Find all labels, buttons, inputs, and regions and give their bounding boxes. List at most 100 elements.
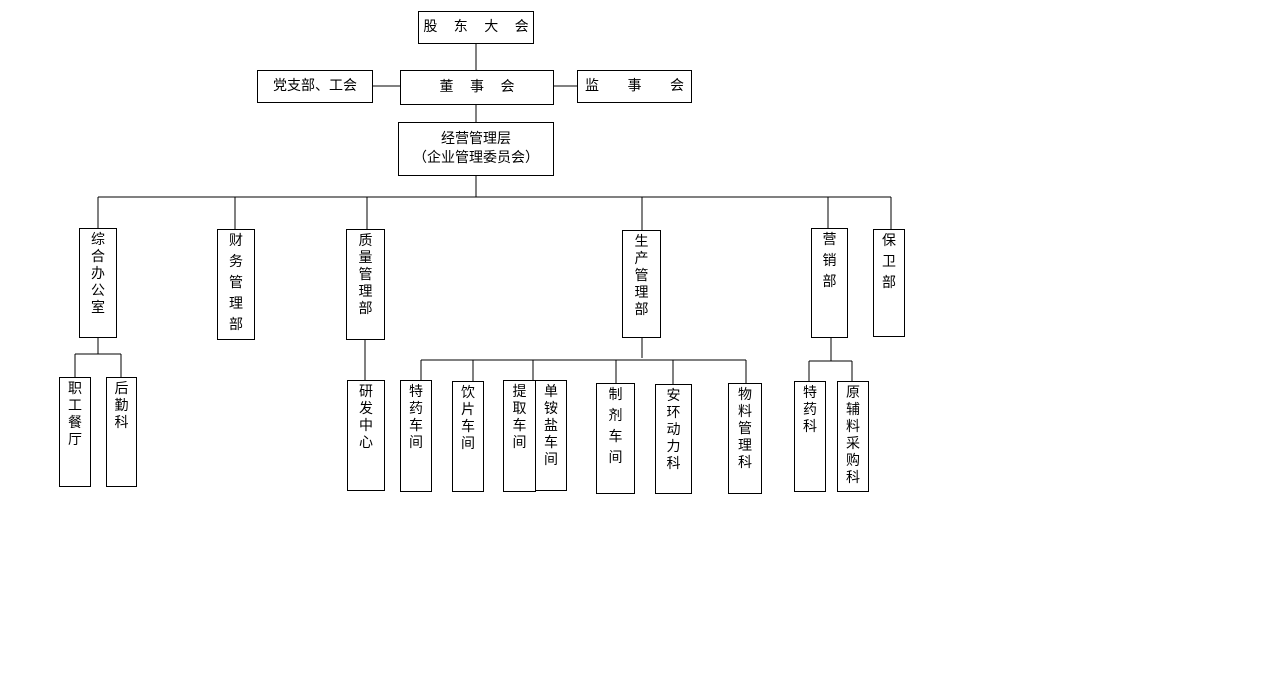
label-char: 饮 bbox=[461, 385, 475, 401]
label-char: 心 bbox=[359, 435, 373, 451]
label-char: 铵 bbox=[544, 401, 558, 417]
label-char: 销 bbox=[822, 253, 837, 269]
label-char: 料 bbox=[846, 419, 860, 435]
label-char: 发 bbox=[359, 401, 373, 417]
dept-office: 综合办公室 bbox=[79, 228, 117, 338]
label-char: 部 bbox=[358, 301, 373, 317]
label-char: 研 bbox=[359, 384, 373, 400]
unit-ammonium-workshop: 单铵盐车间 bbox=[535, 380, 567, 491]
label-char: 车 bbox=[512, 418, 527, 434]
label-char: 间 bbox=[608, 450, 623, 466]
label-char: 卫 bbox=[882, 254, 896, 270]
label-char: 中 bbox=[359, 418, 373, 434]
label-char: 提 bbox=[512, 384, 527, 400]
label-char: 辅 bbox=[846, 402, 860, 418]
label-char: 餐 bbox=[68, 415, 82, 431]
label-char: 间 bbox=[512, 435, 527, 451]
label-char: 剂 bbox=[608, 408, 623, 424]
board-box: 董 事 会 bbox=[400, 70, 554, 105]
connector-marketing-sub bbox=[808, 337, 853, 381]
dept-quality: 质量管理部 bbox=[346, 229, 385, 340]
label-char: 科 bbox=[803, 419, 817, 435]
management-box: 经营管理层 （企业管理委员会） bbox=[398, 122, 554, 176]
label-char: 间 bbox=[409, 435, 423, 451]
unit-rnd: 研发中心 bbox=[347, 380, 385, 491]
label-char: 营 bbox=[822, 232, 837, 248]
management-subtitle: （企业管理委员会） bbox=[413, 150, 539, 166]
unit-canteen: 职工餐厅 bbox=[59, 377, 91, 487]
label-char: 车 bbox=[461, 419, 475, 435]
label-char: 理 bbox=[358, 284, 373, 300]
dept-security: 保卫部 bbox=[873, 229, 905, 337]
connector-office-sub bbox=[74, 337, 122, 377]
party-union-box: 党支部、工会 bbox=[257, 70, 373, 103]
label-char: 采 bbox=[846, 436, 860, 452]
label-char: 环 bbox=[666, 405, 681, 421]
label-char: 财 bbox=[229, 233, 243, 249]
label-char: 勤 bbox=[114, 398, 129, 414]
label-char: 生 bbox=[634, 234, 649, 250]
label-char: 特 bbox=[409, 384, 423, 400]
label-char: 管 bbox=[738, 421, 752, 437]
label-char: 管 bbox=[229, 275, 243, 291]
unit-special-sales: 特药科 bbox=[794, 381, 826, 492]
label-char: 部 bbox=[634, 302, 649, 318]
label-char: 理 bbox=[738, 438, 752, 454]
label-char: 务 bbox=[229, 254, 243, 270]
label-char: 管 bbox=[634, 268, 649, 284]
label-char: 合 bbox=[91, 249, 105, 265]
unit-special-workshop: 特药车间 bbox=[400, 380, 432, 492]
label-char: 车 bbox=[409, 418, 423, 434]
label-char: 部 bbox=[822, 274, 837, 290]
label-char: 工 bbox=[68, 398, 82, 414]
label-char: 室 bbox=[91, 300, 105, 316]
dept-production: 生产管理部 bbox=[622, 230, 661, 338]
label-char: 取 bbox=[512, 401, 527, 417]
label-char: 动 bbox=[666, 422, 681, 438]
label-char: 单 bbox=[544, 384, 558, 400]
unit-logistics: 后勤科 bbox=[106, 377, 137, 487]
label-char: 力 bbox=[666, 439, 681, 455]
label-char: 综 bbox=[91, 232, 105, 248]
label-char: 科 bbox=[738, 455, 752, 471]
label-char: 料 bbox=[738, 404, 752, 420]
management-title: 经营管理层 bbox=[441, 131, 511, 147]
label-char: 药 bbox=[409, 401, 423, 417]
label-char: 片 bbox=[461, 402, 475, 418]
label-char: 科 bbox=[846, 470, 860, 486]
label-char: 产 bbox=[634, 251, 649, 267]
unit-raw-purchase: 原辅料采购科 bbox=[837, 381, 869, 492]
label-char: 办 bbox=[91, 266, 105, 282]
label-char: 部 bbox=[882, 275, 896, 291]
connector-production-sub bbox=[420, 337, 747, 384]
label-char: 间 bbox=[544, 452, 558, 468]
label-char: 药 bbox=[803, 402, 817, 418]
label-char: 公 bbox=[91, 283, 105, 299]
label-char: 制 bbox=[608, 387, 623, 403]
label-char: 管 bbox=[358, 267, 373, 283]
dept-marketing: 营销部 bbox=[811, 228, 848, 338]
label-char: 盐 bbox=[544, 418, 558, 434]
unit-materials: 物料管理科 bbox=[728, 383, 762, 494]
label-char: 保 bbox=[882, 233, 896, 249]
label-char: 部 bbox=[229, 317, 243, 333]
label-char: 量 bbox=[358, 250, 373, 266]
label-char: 厅 bbox=[68, 432, 82, 448]
label-char: 物 bbox=[738, 387, 752, 403]
label-char: 车 bbox=[544, 435, 558, 451]
shareholders-box: 股 东 大 会 bbox=[418, 11, 534, 44]
label-char: 特 bbox=[803, 385, 817, 401]
unit-safety-power: 安环动力科 bbox=[655, 384, 692, 494]
unit-extraction-workshop: 提取车间 bbox=[503, 380, 536, 492]
label-char: 间 bbox=[461, 436, 475, 452]
label-char: 安 bbox=[666, 388, 681, 404]
label-char: 车 bbox=[608, 429, 623, 445]
supervisors-box: 监 事 会 bbox=[577, 70, 692, 103]
label-char: 购 bbox=[846, 453, 860, 469]
unit-preparation-workshop: 制剂车间 bbox=[596, 383, 635, 494]
label-char: 理 bbox=[634, 285, 649, 301]
label-char: 原 bbox=[846, 385, 860, 401]
label-char: 后 bbox=[114, 381, 129, 397]
label-char: 科 bbox=[114, 415, 129, 431]
